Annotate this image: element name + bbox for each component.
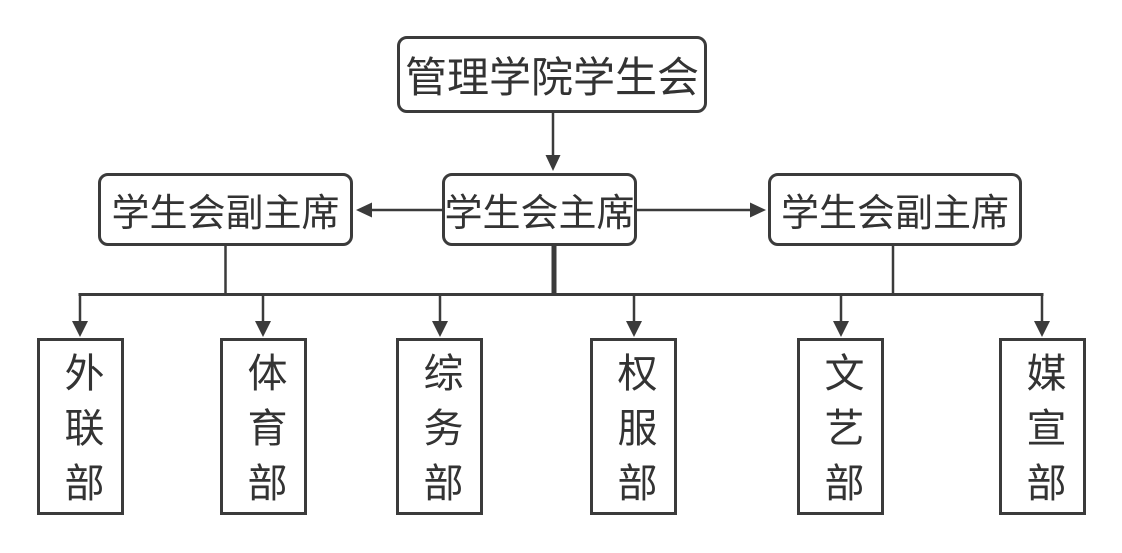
node-dept-arts: 文艺部 [797,338,884,517]
node-dept-arts-label: 文艺部 [818,351,863,517]
node-dept-external-liaison: 外联部 [37,338,124,517]
connector-bus-to-dept-4 [626,294,642,337]
connector-bus-to-dept-2 [255,294,271,337]
node-vice-president-left: 学生会副主席 [98,173,353,246]
node-vice-president-right-label: 学生会副主席 [780,193,1009,235]
connector-bus-to-dept-6 [1034,294,1050,337]
node-dept-sports: 体育部 [220,338,307,517]
connector-bus-to-dept-3 [432,294,448,337]
node-dept-general-affairs: 综务部 [396,338,483,517]
node-vice-president-left-label: 学生会副主席 [111,193,340,235]
node-president: 学生会主席 [442,173,637,246]
node-dept-general-affairs-label: 综务部 [417,351,462,517]
node-dept-media-publicity-label: 媒宣部 [1020,351,1065,517]
connector-president-to-vice-left [356,202,442,218]
connector-root-to-president [545,113,561,171]
node-dept-media-publicity: 媒宣部 [999,338,1086,517]
node-dept-rights-service: 权服部 [590,338,677,517]
connector-president-to-vice-right [637,202,766,218]
node-student-union-label: 管理学院学生会 [404,54,699,101]
connector-bus-to-dept-1 [72,294,88,337]
node-student-union: 管理学院学生会 [397,36,707,113]
node-vice-president-right: 学生会副主席 [768,173,1022,246]
node-dept-sports-label: 体育部 [241,351,286,517]
node-dept-external-liaison-label: 外联部 [58,351,103,517]
node-dept-rights-service-label: 权服部 [611,351,656,517]
connector-bus-to-dept-5 [833,294,849,337]
node-president-label: 学生会主席 [444,193,635,235]
